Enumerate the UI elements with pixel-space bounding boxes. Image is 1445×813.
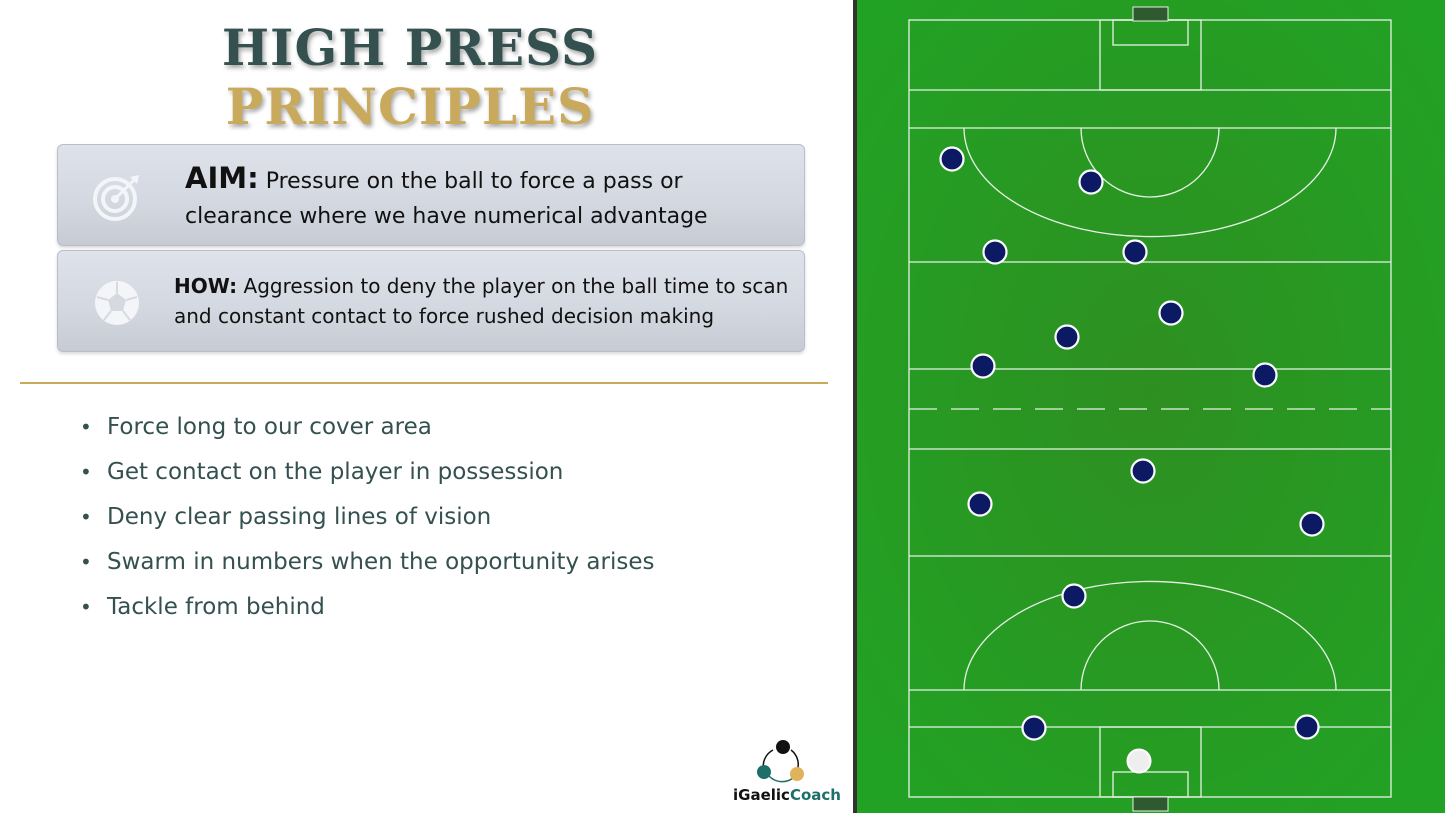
logo-word-igaelic: iGaelic <box>733 786 790 804</box>
logo-wordmark: iGaelicCoach <box>733 786 841 804</box>
bullet-item: Tackle from behind <box>80 588 654 633</box>
player-marker <box>1252 362 1278 388</box>
player-marker <box>1061 583 1087 609</box>
player-marker <box>1078 169 1104 195</box>
how-card: HOW: Aggression to deny the player on th… <box>57 250 805 352</box>
player-marker <box>1130 458 1156 484</box>
how-label: HOW: <box>174 274 238 298</box>
goalkeeper-marker <box>1126 748 1152 774</box>
logo-word-coach: Coach <box>789 786 841 804</box>
player-marker <box>1054 324 1080 350</box>
bullet-item: Swarm in numbers when the opportunity ar… <box>80 543 654 588</box>
bullet-item: Deny clear passing lines of vision <box>80 498 654 543</box>
player-marker <box>1299 511 1325 537</box>
igaeliccoach-logo: iGaelicCoach <box>733 738 841 808</box>
player-marker <box>970 353 996 379</box>
player-marker <box>982 239 1008 265</box>
aim-description: Pressure on the ball to force a pass or … <box>185 169 708 229</box>
bullet-item: Get contact on the player in possession <box>80 453 654 498</box>
bullet-list: Force long to our cover area Get contact… <box>80 408 654 633</box>
aim-card: AIM: Pressure on the ball to force a pas… <box>57 144 805 246</box>
aim-text: AIM: Pressure on the ball to force a pas… <box>185 161 795 234</box>
pitch-border <box>853 0 857 813</box>
logo-icon <box>757 740 804 783</box>
how-description: Aggression to deny the player on the bal… <box>174 274 789 328</box>
player-marker <box>1158 300 1184 326</box>
title-line-1: HIGH PRESS <box>221 18 599 77</box>
goal-bottom <box>1132 796 1169 812</box>
player-marker <box>1021 715 1047 741</box>
title-line-2: PRINCIPLES <box>225 77 595 136</box>
football-icon <box>95 281 139 325</box>
pitch-grass <box>857 0 1445 813</box>
player-marker <box>1122 239 1148 265</box>
goal-top <box>1132 6 1169 22</box>
bullet-item: Force long to our cover area <box>80 408 654 453</box>
gold-divider <box>20 382 828 384</box>
players <box>939 146 1325 741</box>
how-text: HOW: Aggression to deny the player on th… <box>174 271 794 331</box>
target-icon <box>93 175 139 221</box>
player-marker <box>1294 714 1320 740</box>
player-marker <box>967 491 993 517</box>
player-marker <box>939 146 965 172</box>
aim-label: AIM: <box>185 161 259 195</box>
gaelic-pitch-diagram <box>857 0 1445 813</box>
